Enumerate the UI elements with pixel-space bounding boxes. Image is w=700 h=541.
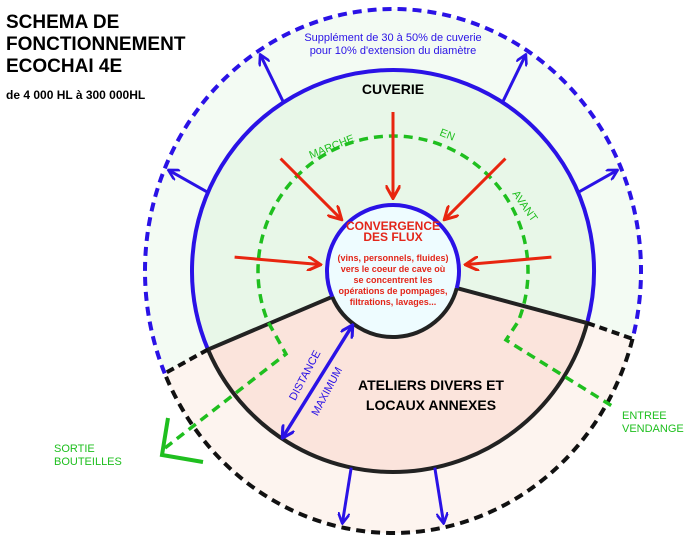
cuverie-label: CUVERIE [362, 81, 424, 97]
ateliers-line1: ATELIERS DIVERS ET [358, 377, 504, 393]
separator-right [456, 286, 588, 325]
extension-arrow-icon [501, 55, 525, 104]
extension-arrow-icon [261, 55, 285, 104]
separator-left-ext [163, 347, 209, 376]
en-label: EN [438, 127, 457, 144]
sortie-line2: BOUTEILLES [54, 456, 122, 468]
extension-boundary-lower [162, 338, 635, 535]
convergence-zone [327, 205, 459, 337]
diagram-subtitle: de 4 000 HL à 300 000HL [6, 88, 146, 102]
distance-arrow-icon [283, 326, 352, 437]
title-line2: FONCTIONNEMENT [6, 34, 186, 55]
extension-arrow-icon [433, 467, 444, 523]
convergence-boundary [325, 203, 461, 298]
flux-arrow-icon [467, 255, 552, 264]
entree-line2: VENDANGE [622, 423, 684, 435]
outer-lower-zone [164, 323, 633, 533]
separator-right-ext [586, 321, 634, 341]
extension-note-line1: Supplément de 30 à 50% de cuverie [304, 32, 481, 44]
title-line3: ECOCHAI 4E [6, 56, 123, 77]
convergence-boundary-lower [330, 287, 459, 339]
flux-arrow-icon [234, 255, 320, 264]
sortie-arrow-icon [159, 417, 204, 464]
ateliers-boundary [206, 322, 590, 474]
extension-arrow-icon [342, 467, 353, 523]
flux-arrow-icon [445, 157, 507, 219]
extension-note-line2: pour 10% d'extension du diamètre [310, 45, 477, 57]
extension-boundary [143, 7, 643, 375]
entree-line1: ENTREE [622, 410, 667, 422]
title-line1: SCHEMA DE [6, 12, 120, 33]
center-line: (vins, personnels, fluides) [337, 253, 448, 263]
flux-arrow-icon [279, 157, 341, 219]
center-line: vers le coeur de cave où [341, 264, 446, 274]
center-line: filtrations, lavages... [350, 297, 437, 307]
ateliers-line2: LOCAUX ANNEXES [366, 397, 496, 413]
center-line: opérations de pompages, [338, 286, 447, 296]
center-title2: DES FLUX [363, 230, 422, 244]
sortie-line1: SORTIE [54, 443, 95, 455]
diagram-title: SCHEMA DE FONCTIONNEMENT ECOCHAI 4E [6, 12, 185, 78]
extension-arrow-icon [169, 171, 209, 194]
extension-arrow-icon [577, 171, 617, 194]
center-title1: CONVERGENCE [346, 219, 440, 233]
cuverie-boundary [190, 68, 596, 351]
center-line: se concentrent les [353, 275, 432, 285]
